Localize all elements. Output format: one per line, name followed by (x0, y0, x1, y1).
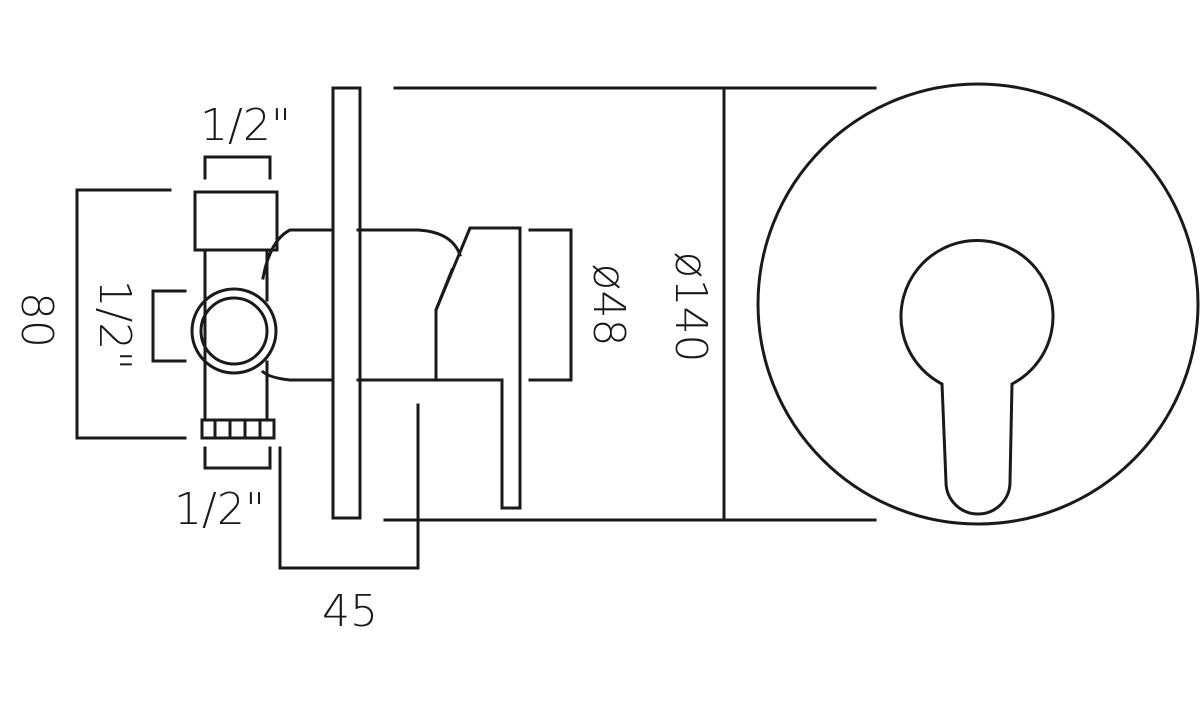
dim-handle-diameter: ø48 (583, 264, 634, 347)
dim-outlet-side: 1/2" (89, 279, 140, 370)
wall-plate-outline (756, 82, 1200, 526)
dim-depth: 45 (322, 586, 378, 637)
front-view (756, 82, 1200, 526)
lever-profile (434, 226, 522, 510)
valve-body (193, 190, 279, 440)
dim-height: 80 (11, 292, 62, 348)
side-outlet (190, 287, 278, 375)
side-view (190, 86, 522, 520)
lever-outline (899, 239, 1055, 516)
wall-plate-profile (331, 86, 362, 520)
dim-inlet-bottom: 1/2" (174, 484, 265, 535)
dimension-lines (75, 86, 877, 570)
dim-plate-diameter: ø140 (665, 252, 716, 363)
dim-inlet-top: 1/2" (200, 100, 291, 151)
